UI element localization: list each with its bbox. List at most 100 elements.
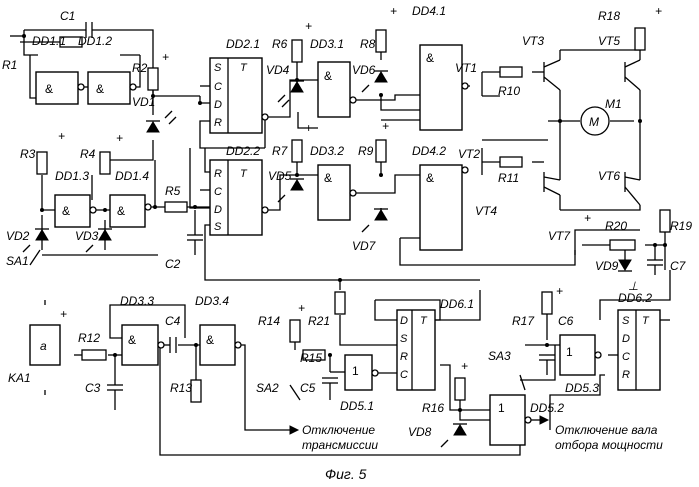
svg-text:VT6: VT6 (598, 169, 620, 183)
svg-text:SA1: SA1 (6, 254, 29, 268)
svg-text:C3: C3 (85, 381, 101, 395)
svg-text:VD7: VD7 (352, 239, 377, 253)
svg-text:VT1: VT1 (455, 61, 477, 75)
resistor-R19 (660, 210, 670, 232)
svg-text:VT2: VT2 (458, 147, 480, 161)
svg-text:S: S (622, 315, 630, 327)
svg-text:R: R (214, 117, 222, 129)
gate-and-symbol: & (96, 82, 104, 96)
svg-text:+: + (382, 119, 389, 133)
resistor-R18 (635, 28, 645, 50)
svg-text:C: C (214, 186, 222, 198)
svg-text:DD6.1: DD6.1 (440, 297, 474, 311)
svg-text:R17: R17 (512, 314, 535, 328)
svg-text:+: + (58, 129, 65, 143)
svg-text:VD8: VD8 (408, 425, 432, 439)
svg-text:D: D (214, 204, 222, 216)
resistor-R21 (335, 292, 345, 314)
resistor-R14 (290, 320, 300, 342)
resistor-R9 (376, 140, 386, 162)
svg-text:+: + (116, 131, 123, 145)
svg-text:R20: R20 (605, 219, 627, 233)
svg-text:C: C (622, 351, 630, 363)
motor-M1: M (581, 107, 609, 135)
svg-text:DD5.1: DD5.1 (340, 399, 374, 413)
svg-text:DD4.2: DD4.2 (412, 144, 446, 158)
resistor-R20 (610, 240, 635, 250)
resistor-R3 (37, 152, 47, 174)
svg-text:S: S (214, 221, 222, 233)
svg-text:C5: C5 (300, 381, 316, 395)
svg-text:R4: R4 (80, 147, 96, 161)
resistor-R16 (455, 378, 465, 400)
svg-text:+: + (298, 301, 305, 315)
svg-text:R14: R14 (258, 314, 280, 328)
gate-and-symbol: & (324, 171, 332, 185)
svg-text:R13: R13 (170, 381, 192, 395)
svg-text:R8: R8 (360, 37, 376, 51)
svg-text:R10: R10 (498, 84, 520, 98)
svg-text:DD1.4: DD1.4 (115, 169, 149, 183)
annotation-pto-off-line2: отбора мощности (555, 438, 663, 452)
svg-text:+: + (556, 284, 563, 298)
svg-text:R1: R1 (2, 58, 17, 72)
svg-text:DD2.2: DD2.2 (226, 144, 260, 158)
svg-text:+: + (461, 359, 468, 373)
svg-text:R19: R19 (670, 219, 692, 233)
svg-text:R7: R7 (272, 144, 289, 158)
resistor-R5 (165, 202, 187, 212)
resistor-R8 (376, 30, 386, 52)
svg-text:R: R (400, 351, 408, 363)
svg-text:VD5: VD5 (268, 169, 292, 183)
resistor-R11 (500, 157, 522, 167)
svg-text:R11: R11 (498, 171, 519, 185)
gate-and-symbol: & (45, 82, 53, 96)
svg-text:D: D (400, 315, 408, 327)
annotation-pto-off-line1: Отключение вала (555, 423, 658, 437)
resistor-R10 (500, 67, 522, 77)
svg-text:R15: R15 (300, 351, 322, 365)
resistor-R12 (82, 350, 106, 360)
svg-text:DD5.3: DD5.3 (565, 381, 599, 395)
svg-text:DD3.4: DD3.4 (195, 294, 229, 308)
svg-text:VD2: VD2 (6, 229, 30, 243)
svg-text:VD6: VD6 (352, 63, 376, 77)
gate-buffer-symbol: 1 (566, 345, 573, 359)
resistor-R13 (191, 380, 201, 402)
svg-text:R21: R21 (308, 314, 330, 328)
svg-text:DD3.3: DD3.3 (120, 294, 154, 308)
sensor-KA1: a (30, 325, 60, 365)
resistor-R2 (148, 68, 158, 90)
svg-text:KA1: KA1 (8, 371, 31, 385)
svg-text:SA3: SA3 (488, 349, 511, 363)
svg-text:+: + (60, 307, 67, 321)
svg-text:DD4.1: DD4.1 (412, 4, 446, 18)
svg-text:VD9: VD9 (595, 259, 619, 273)
svg-text:R5: R5 (165, 184, 181, 198)
svg-text:+: + (305, 121, 312, 135)
annotation-transmission-off-line1: Отключение (302, 423, 375, 437)
svg-text:DD6.2: DD6.2 (618, 291, 652, 305)
svg-text:C: C (400, 369, 408, 381)
motor-symbol: M (589, 115, 599, 129)
gate-and-symbol: & (206, 333, 214, 347)
svg-text:DD2.1: DD2.1 (226, 37, 260, 51)
sensor-symbol: a (40, 339, 47, 353)
gate-and-symbol: & (426, 171, 434, 185)
svg-text:DD1.1: DD1.1 (32, 34, 66, 48)
svg-text:C6: C6 (558, 314, 574, 328)
svg-text:S: S (214, 62, 222, 74)
gate-buffer-symbol: 1 (498, 401, 505, 415)
svg-text:VT3: VT3 (522, 34, 544, 48)
svg-text:DD3.1: DD3.1 (310, 37, 344, 51)
svg-text:R: R (622, 369, 630, 381)
svg-text:R3: R3 (20, 147, 36, 161)
svg-text:S: S (400, 333, 408, 345)
gate-and-symbol: & (62, 204, 70, 218)
svg-text:VT5: VT5 (598, 34, 620, 48)
svg-text:+: + (655, 4, 662, 18)
svg-text:VD4: VD4 (266, 63, 290, 77)
svg-text:VD3: VD3 (75, 229, 99, 243)
svg-text:+: + (305, 19, 312, 33)
